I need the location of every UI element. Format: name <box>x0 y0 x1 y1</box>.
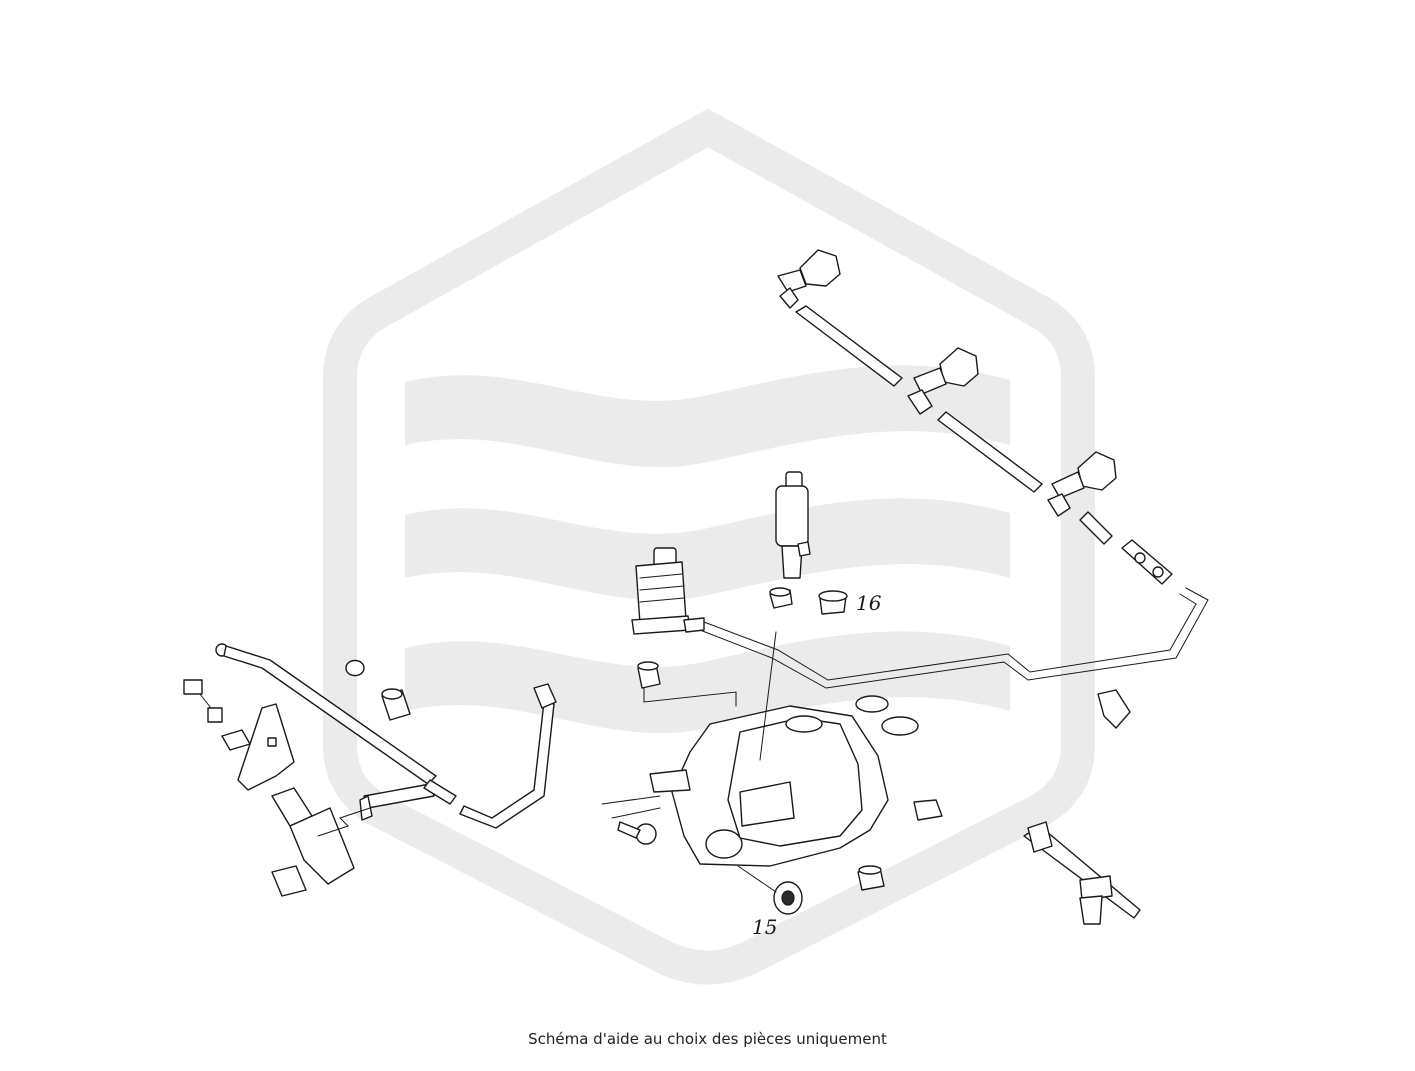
grommet-small[interactable] <box>857 865 885 891</box>
bracket-right[interactable] <box>1097 689 1131 729</box>
washer-nozzle-middle[interactable] <box>907 347 979 415</box>
plug-16[interactable] <box>818 590 848 615</box>
reservoir-callout-lines <box>601 631 777 819</box>
filler-cap[interactable] <box>855 695 919 736</box>
washer-nozzle-upper[interactable] <box>777 249 841 309</box>
callout-15-leader <box>737 865 777 893</box>
supply-hose[interactable] <box>699 587 1209 689</box>
washer-nozzle-lower[interactable] <box>1047 451 1117 517</box>
diagram-caption: Schéma d'aide au choix des pièces unique… <box>528 1030 887 1048</box>
washer-pump-left[interactable] <box>271 787 355 897</box>
pump-grommet[interactable] <box>637 661 661 689</box>
mounting-screw[interactable] <box>617 821 657 845</box>
sensor-connector[interactable] <box>183 679 223 723</box>
rubber-grommet[interactable] <box>381 688 411 721</box>
washer-pump-headlamp[interactable] <box>775 471 811 579</box>
hose-holder-clamp[interactable] <box>1023 821 1141 925</box>
pipe-left[interactable] <box>317 783 435 837</box>
clip[interactable] <box>913 799 943 821</box>
small-hose-clamp[interactable] <box>345 659 365 677</box>
mounting-bracket[interactable] <box>237 703 295 791</box>
hose-segment-3[interactable] <box>1079 511 1113 545</box>
check-valve[interactable] <box>1121 539 1173 585</box>
connector-clip[interactable] <box>221 729 251 751</box>
hose-segment-1[interactable] <box>795 305 903 387</box>
watermark-logo-icon <box>323 108 1095 985</box>
washer-pump-windshield[interactable] <box>631 547 705 635</box>
pump-grommet-16[interactable] <box>769 587 793 609</box>
callout-16[interactable]: 16 <box>856 591 882 615</box>
grommet-15[interactable] <box>773 881 803 915</box>
hose-segment-2[interactable] <box>937 411 1043 493</box>
washer-fluid-reservoir[interactable] <box>649 705 889 867</box>
callout-15[interactable]: 15 <box>752 915 777 939</box>
hose-right-of-left[interactable] <box>423 683 557 829</box>
